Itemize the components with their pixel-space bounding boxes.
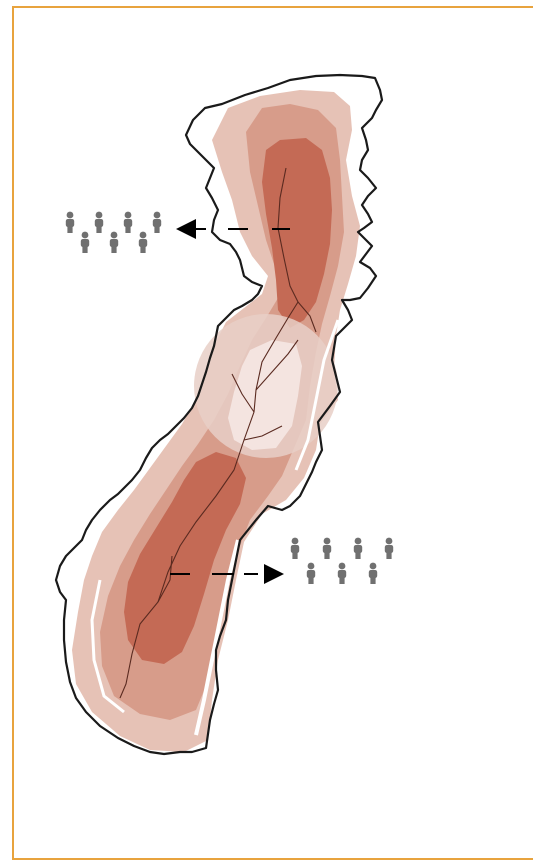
person-icon bbox=[384, 537, 394, 559]
person-icon bbox=[368, 562, 378, 584]
arrow-left-icon bbox=[176, 219, 196, 239]
person-icon bbox=[80, 231, 90, 253]
person-icon bbox=[353, 537, 363, 559]
river-branch-3 bbox=[231, 373, 255, 413]
river-network bbox=[119, 167, 317, 699]
river-main bbox=[119, 167, 299, 699]
person-icon bbox=[65, 211, 75, 233]
person-icon bbox=[109, 231, 119, 253]
migration-lower bbox=[170, 564, 284, 584]
island-coastline bbox=[54, 73, 384, 756]
people-group-icon bbox=[290, 537, 394, 584]
core-impact-zone-north bbox=[262, 138, 332, 328]
person-icon bbox=[306, 562, 316, 584]
person-icon bbox=[152, 211, 162, 233]
river-branch-2 bbox=[255, 339, 299, 391]
person-icon bbox=[94, 211, 104, 233]
migration-upper bbox=[176, 219, 290, 239]
arrow-right-icon bbox=[264, 564, 284, 584]
river-branch-5 bbox=[157, 555, 173, 603]
map-frame bbox=[12, 6, 533, 860]
coastal-highlight-west bbox=[90, 579, 125, 714]
river-branch-4 bbox=[243, 425, 283, 441]
person-icon bbox=[138, 231, 148, 253]
river-branch-1 bbox=[297, 301, 317, 333]
person-icon bbox=[290, 537, 300, 559]
central-clear-zone bbox=[228, 340, 302, 450]
person-icon bbox=[322, 537, 332, 559]
person-icon bbox=[337, 562, 347, 584]
core-impact-zone-south bbox=[124, 452, 246, 664]
people-group-icon bbox=[65, 211, 162, 253]
coastal-highlight-east bbox=[294, 319, 340, 471]
person-icon bbox=[123, 211, 133, 233]
